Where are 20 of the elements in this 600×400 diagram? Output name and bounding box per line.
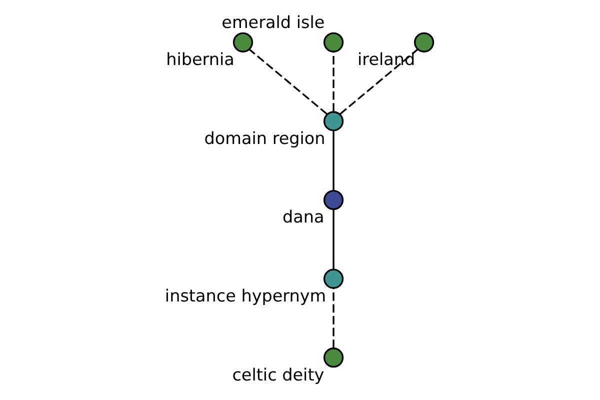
connector	[332, 209, 334, 270]
node-label: instance hypernym	[164, 285, 326, 306]
node-label: dana	[282, 206, 324, 227]
node-circle	[323, 190, 344, 210]
node-label: emerald isle	[222, 12, 325, 32]
connector	[332, 130, 334, 190]
node-label: celtic deity	[232, 364, 324, 384]
node-label: ireland	[358, 49, 416, 70]
node-label: domain region	[204, 128, 326, 148]
connector	[332, 288, 334, 348]
connector	[248, 48, 328, 115]
node-circle	[323, 32, 344, 52]
connector	[340, 48, 418, 115]
node-circle	[323, 268, 344, 289]
node-circle	[232, 32, 254, 52]
node-label: hibernia	[166, 49, 234, 70]
node-circle	[414, 32, 434, 52]
connector	[332, 52, 334, 112]
node-circle	[323, 111, 344, 132]
node-circle	[323, 348, 344, 368]
